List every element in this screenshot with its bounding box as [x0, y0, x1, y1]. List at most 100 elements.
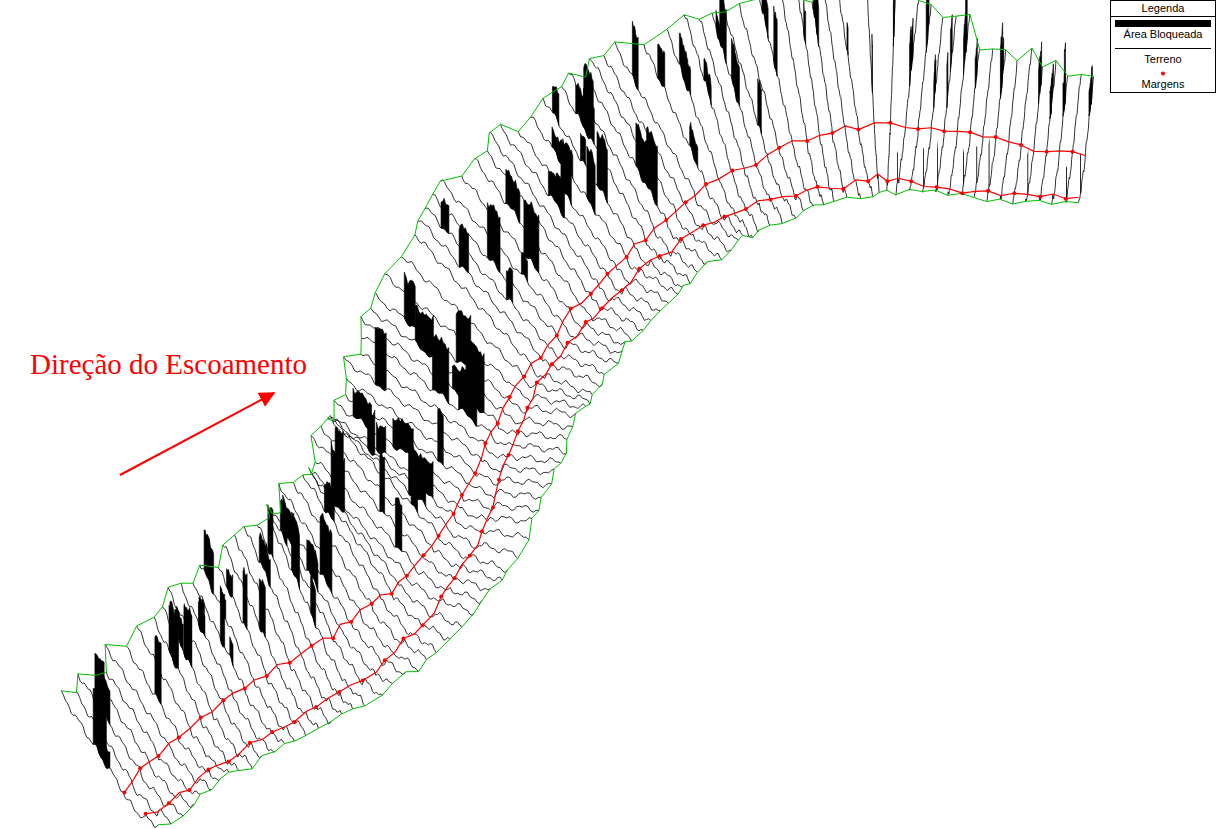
bank-line — [146, 174, 1079, 814]
legend-box: LegendaÁrea BloqueadaTerrenoMargens — [1110, 0, 1216, 93]
blocked-area — [375, 328, 386, 391]
cross-section — [1065, 74, 1081, 202]
bank-point — [310, 644, 314, 648]
cross-section — [586, 77, 708, 264]
blocked-area — [774, 6, 777, 76]
bank-point — [349, 620, 353, 624]
cross-section — [474, 159, 631, 342]
bank-point — [248, 741, 252, 745]
bank-point — [199, 715, 203, 719]
cross-section — [896, 0, 919, 194]
bank-point — [535, 381, 539, 385]
bank-point — [723, 215, 727, 219]
legend-header: Legenda — [1111, 1, 1215, 17]
cross-section — [334, 419, 532, 523]
blocked-area — [1080, 153, 1082, 196]
bank-point — [986, 189, 990, 193]
bank-point — [664, 218, 668, 222]
cross-section — [725, 12, 796, 218]
blocked-area — [988, 139, 990, 191]
cross-section — [823, 0, 861, 199]
cross-section — [279, 483, 419, 671]
blocked-area — [910, 27, 912, 87]
blocked-area — [452, 365, 467, 397]
bank-point — [777, 146, 781, 150]
bank-point — [292, 720, 296, 724]
blocked-area — [548, 171, 561, 213]
cross-section — [330, 416, 507, 573]
blocked-area — [597, 131, 607, 203]
blocked-area — [962, 148, 964, 187]
blocked-area — [438, 408, 444, 465]
blocked-area — [307, 540, 318, 592]
bank-point — [856, 128, 860, 132]
blocked-area — [422, 457, 433, 497]
bank-point — [555, 333, 559, 337]
legend-label: Margens — [1142, 78, 1185, 90]
blocked-area — [704, 59, 711, 106]
blocked-area — [506, 267, 512, 303]
cross-section — [106, 672, 200, 794]
cross-section — [234, 535, 331, 724]
blocked-area — [975, 39, 977, 89]
bank-point — [589, 292, 593, 296]
blocked-area — [353, 388, 372, 430]
bank-point — [516, 429, 520, 433]
blocked-area — [847, 23, 848, 56]
bank-point — [916, 127, 920, 131]
bank-point — [625, 255, 629, 259]
blocked-area — [184, 604, 192, 667]
bank-point — [1019, 143, 1023, 147]
blocked-area — [580, 133, 585, 165]
blocked-area — [404, 272, 415, 327]
blocked-area — [204, 530, 214, 594]
blocked-area — [227, 569, 233, 597]
bank-point — [265, 674, 269, 678]
cross-section — [838, 0, 873, 197]
bank-point — [507, 453, 511, 457]
bank-point — [480, 529, 484, 533]
blocked-area — [1089, 65, 1092, 115]
blocked-area — [1066, 165, 1068, 201]
blocked-area — [230, 637, 233, 666]
bank-point — [452, 512, 456, 516]
bank-point — [841, 187, 845, 191]
bank-point — [994, 135, 998, 139]
cross-section — [168, 587, 261, 758]
blocked-area — [311, 575, 316, 628]
blocked-area — [966, 0, 968, 53]
bank-point — [370, 602, 374, 606]
cross-section — [163, 607, 253, 769]
bank-point — [122, 790, 126, 794]
bank-point — [1070, 150, 1074, 154]
bank-point — [769, 197, 773, 201]
blocked-area — [934, 55, 936, 94]
bank-point — [815, 185, 819, 189]
bank-point — [227, 759, 231, 763]
bank-point — [550, 362, 554, 366]
blocked-area — [758, 79, 762, 134]
bank-point — [566, 341, 570, 345]
bank-point — [243, 686, 247, 690]
bank-point — [496, 421, 500, 425]
bank-point — [453, 576, 457, 580]
bank-point — [754, 163, 758, 167]
blocked-area — [198, 602, 204, 636]
bank-point — [701, 223, 705, 227]
blocked-area — [380, 453, 385, 514]
bank-point — [522, 375, 526, 379]
blocked-area — [690, 122, 698, 167]
bank-lines — [122, 121, 1085, 816]
cross-section — [867, 0, 879, 193]
cross-section — [425, 208, 604, 374]
blocked-area — [1000, 23, 1002, 99]
blocked-area — [395, 498, 402, 552]
bank-point — [960, 191, 964, 195]
legend-label: Terreno — [1144, 53, 1181, 65]
bank-point — [684, 200, 688, 204]
bank-point — [138, 766, 142, 770]
blocked-area — [175, 606, 184, 651]
bank-point — [644, 238, 648, 242]
bank-point — [473, 471, 477, 475]
